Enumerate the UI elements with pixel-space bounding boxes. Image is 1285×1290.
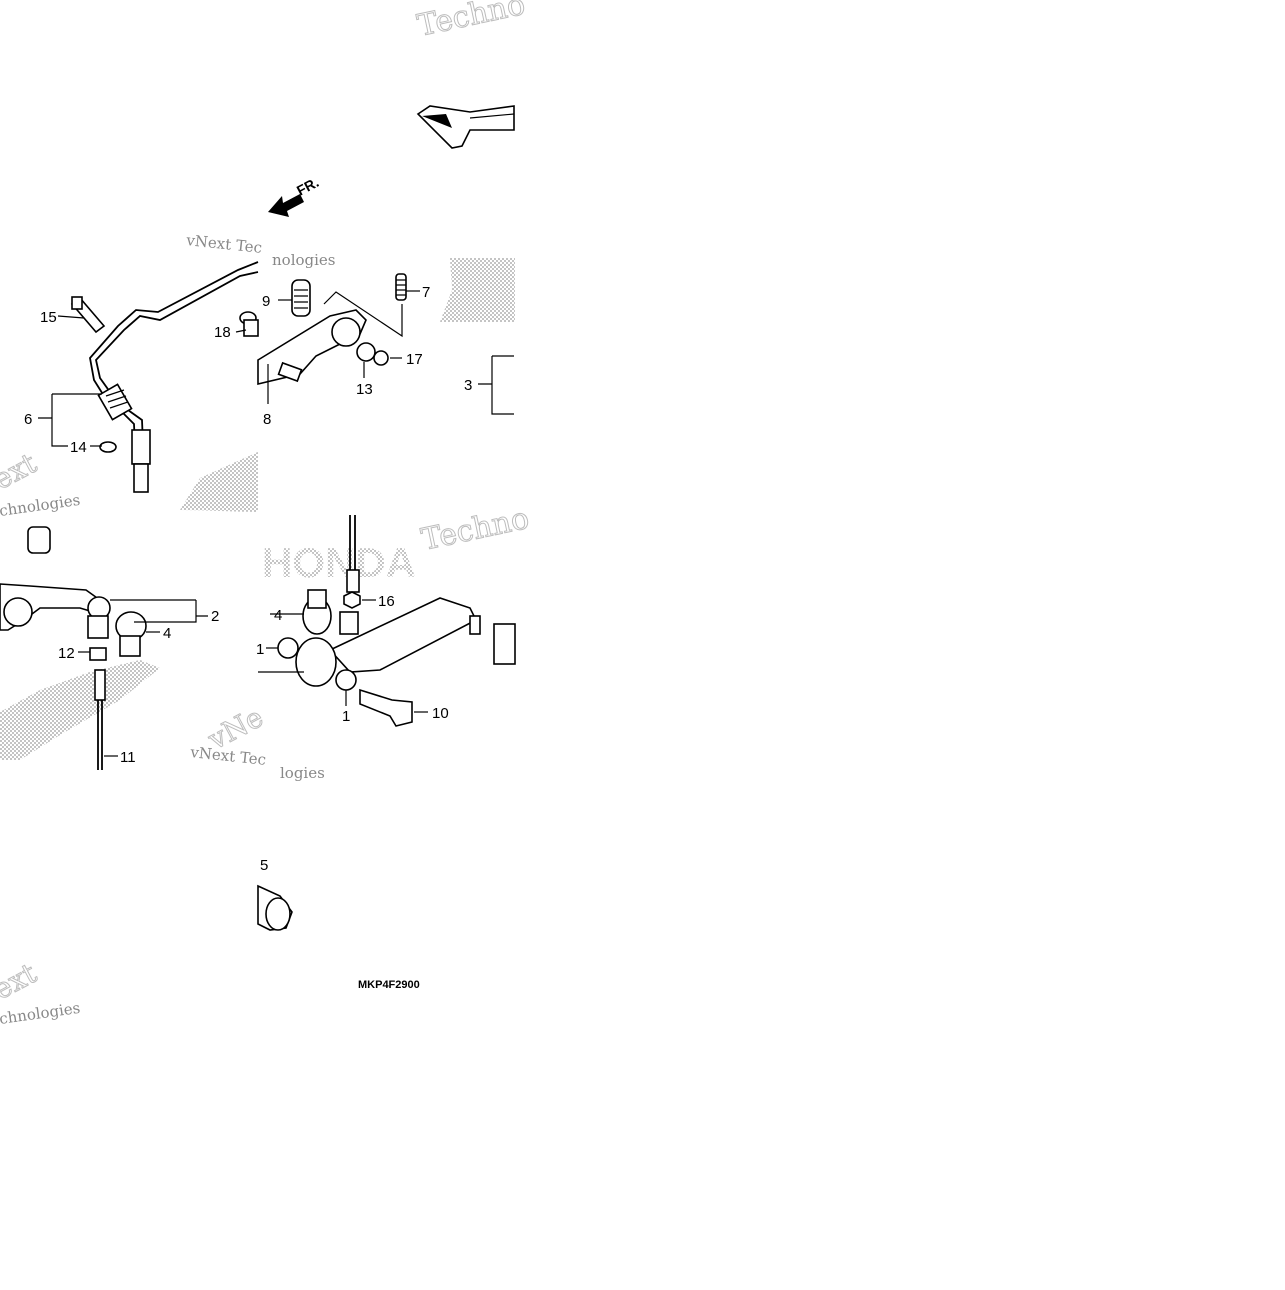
gearshift-pedal-assembly bbox=[277, 515, 516, 727]
brake-pedal-top-fragment bbox=[416, 105, 515, 149]
callout-18: 18 bbox=[214, 324, 231, 341]
honda-logo-text: HONDA bbox=[262, 539, 416, 586]
watermark-nologies-1: nologies bbox=[272, 251, 336, 269]
watermark-logies: logies bbox=[280, 764, 325, 782]
callout-8: 8 bbox=[263, 411, 271, 428]
watermark-vnext-1: vNext Tec bbox=[185, 231, 263, 257]
watermark-techno-mid: Techno bbox=[418, 501, 532, 558]
callout-7: 7 bbox=[422, 284, 430, 301]
brake-pivot-assembly bbox=[257, 273, 407, 386]
callout-11: 11 bbox=[120, 749, 136, 766]
callout-4-pedal: 4 bbox=[274, 607, 282, 624]
leader-lines bbox=[38, 290, 514, 757]
callout-13: 13 bbox=[356, 381, 373, 398]
footrest-rubber-5 bbox=[257, 884, 293, 931]
callout-5-true-label: 5 bbox=[260, 857, 268, 874]
front-direction-arrow: FR. bbox=[268, 174, 321, 217]
logo-watermark-area: HONDA bbox=[0, 258, 515, 760]
watermark-chnologies-1: chnologies bbox=[0, 491, 81, 520]
callout-1a: 1 bbox=[256, 641, 264, 658]
shift-rod-assembly bbox=[70, 261, 259, 493]
callout-15: 15 bbox=[40, 309, 57, 326]
callout-3: 3 bbox=[464, 377, 472, 394]
callout-2: 2 bbox=[211, 608, 219, 625]
callout-4a: 4 bbox=[163, 625, 171, 642]
watermark-chnologies-2: chnologies bbox=[0, 999, 81, 1028]
bolt-18 bbox=[239, 311, 259, 337]
callout-14: 14 bbox=[70, 439, 87, 456]
watermark-techno-top: Techno bbox=[414, 0, 528, 44]
callout-12: 12 bbox=[58, 645, 75, 662]
callout-9: 9 bbox=[262, 293, 270, 310]
diagram-code: MKP4F2900 bbox=[358, 979, 420, 991]
callout-6: 6 bbox=[24, 411, 32, 428]
shift-arm-assembly bbox=[0, 526, 147, 770]
callout-17: 17 bbox=[406, 351, 423, 368]
watermark-vnext-2: vNext Tec bbox=[189, 743, 267, 769]
callout-1-lower: 1 bbox=[342, 708, 350, 725]
front-direction-label: FR. bbox=[294, 174, 321, 199]
watermark-ext-1: ext bbox=[0, 446, 42, 496]
callout-labels: 15 18 9 7 17 13 8 3 6 14 2 4 12 11 4 16 … bbox=[24, 284, 472, 766]
callout-16: 16 bbox=[378, 593, 395, 610]
watermark-ext-2: ext bbox=[0, 956, 42, 1006]
callout-10: 10 bbox=[432, 705, 449, 722]
